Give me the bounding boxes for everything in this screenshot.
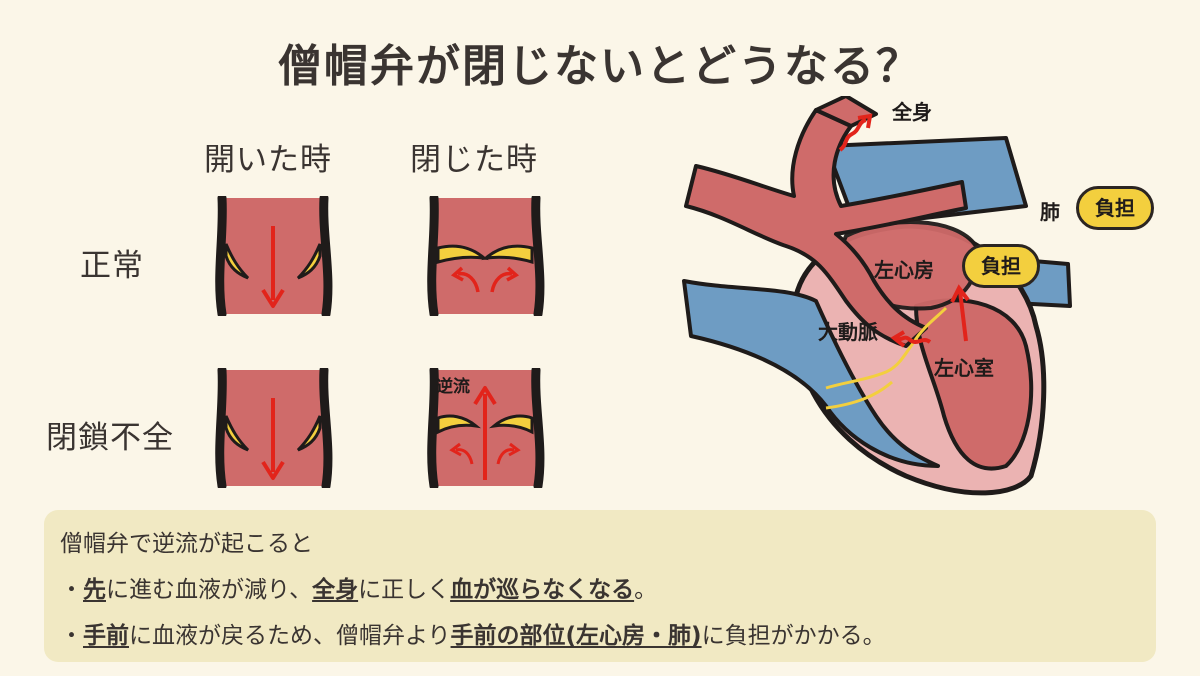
column-label-closed: 閉じた時	[410, 134, 538, 179]
summary-text: に血液が戻るため、僧帽弁より	[129, 623, 451, 649]
label-lung: 肺	[1040, 196, 1060, 225]
row-label-normal: 正常	[80, 240, 144, 285]
page-title: 僧帽弁が閉じないとどうなる？	[0, 30, 1200, 94]
valve-normal-open	[208, 196, 338, 316]
summary-emphasis: 先	[83, 577, 106, 603]
heart-diagram	[676, 96, 1176, 506]
summary-intro: 僧帽弁で逆流が起こると	[60, 524, 313, 558]
valve-backflow-label: 逆流	[436, 372, 470, 397]
badge-burden-atrium: 負担	[962, 244, 1040, 288]
summary-text: ・	[60, 577, 83, 603]
summary-emphasis: 手前	[83, 623, 129, 649]
summary-text: に負担がかかる。	[702, 623, 886, 649]
valve-normal-closed	[420, 196, 550, 316]
label-left-ventricle: 左心室	[934, 352, 994, 381]
summary-box: 僧帽弁で逆流が起こると ・先に進む血液が減り、全身に正しく血が巡らなくなる。 ・…	[44, 510, 1156, 662]
label-whole-body: 全身	[892, 96, 932, 125]
label-aorta: 大動脈	[818, 316, 878, 345]
summary-emphasis: 手前の部位(左心房・肺)	[451, 623, 702, 649]
badge-burden-lung: 負担	[1076, 186, 1154, 230]
summary-text: 。	[634, 577, 657, 603]
label-left-atrium: 左心房	[874, 254, 934, 283]
row-label-insufficiency: 閉鎖不全	[46, 412, 174, 457]
summary-emphasis: 血が巡らなくなる	[450, 577, 634, 603]
summary-text: ・	[60, 623, 83, 649]
valve-insufficiency-open	[208, 368, 338, 488]
summary-text: に進む血液が減り、	[106, 577, 312, 603]
summary-emphasis: 全身	[312, 577, 358, 603]
summary-point-1: ・先に進む血液が減り、全身に正しく血が巡らなくなる。	[60, 570, 657, 604]
summary-point-2: ・手前に血液が戻るため、僧帽弁より手前の部位(左心房・肺)に負担がかかる。	[60, 616, 886, 650]
summary-text: に正しく	[358, 577, 450, 603]
column-label-open: 開いた時	[204, 134, 332, 179]
